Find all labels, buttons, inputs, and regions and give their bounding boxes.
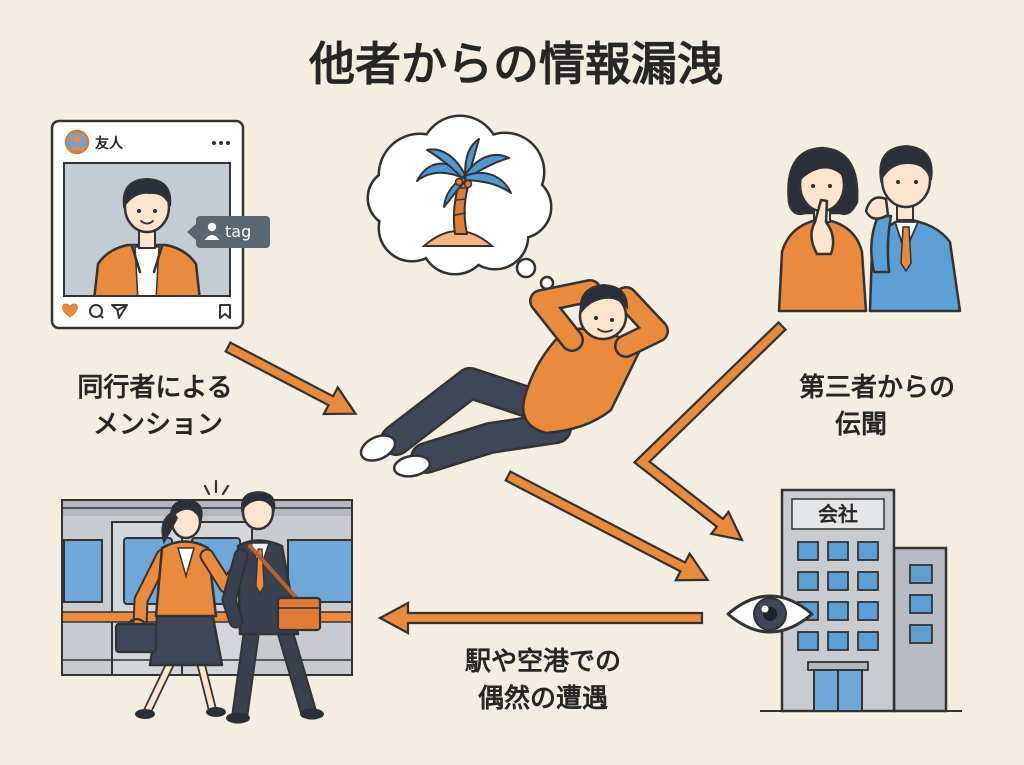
tag-bubble: tag [187, 216, 270, 248]
post-user-name: 友人 [95, 135, 124, 152]
messenger-bag [276, 596, 322, 632]
eye-icon [726, 594, 814, 634]
thought-cloud [369, 117, 555, 291]
arrow-company-to-encounter [377, 601, 704, 635]
company-building: 会社 [760, 488, 962, 713]
comment-icon [89, 304, 104, 319]
building-entrance [813, 669, 863, 712]
man-walking [221, 491, 324, 724]
company-sign [791, 498, 885, 530]
sock-left [359, 434, 397, 462]
train-scene [61, 479, 353, 724]
arrow-mention-to-person [224, 341, 358, 416]
label-encounter-line2: 偶然の遭遇 [478, 683, 608, 714]
label-hearsay-line2: 伝聞 [835, 410, 887, 440]
company-sign-text: 会社 [818, 502, 858, 526]
legs [380, 367, 572, 474]
arms-behind-head [529, 279, 669, 358]
social-post-card: 友人 [50, 119, 270, 330]
more-dots-icon [212, 141, 230, 145]
whispering-couple [777, 144, 962, 313]
arrow-hearsay-to-company [632, 320, 788, 542]
user-avatar-icon [64, 129, 90, 155]
handbag [114, 617, 158, 654]
sock-right [392, 454, 432, 478]
label-mention-line1: 同行者による [77, 372, 232, 403]
tag-label: tag [225, 222, 251, 241]
label-encounter-line1: 駅や空港での [465, 646, 621, 677]
label-hearsay-line1: 第三者からの [799, 372, 955, 403]
woman-shushing [777, 146, 868, 313]
person-icon [204, 222, 220, 240]
palm-tree-icon [416, 138, 512, 247]
send-icon [111, 304, 128, 319]
man-hair [579, 283, 629, 315]
man-whispering [864, 144, 962, 313]
surprise-marks [203, 479, 230, 496]
reclining-man [359, 279, 669, 478]
post-photo [63, 162, 231, 297]
label-mention-line2: メンション [93, 410, 223, 440]
arrow-person-to-company [504, 470, 710, 582]
thought-bubble-small [515, 257, 537, 279]
heart-icon [62, 303, 78, 318]
building-windows [797, 541, 879, 651]
bookmark-icon [219, 304, 231, 319]
page-title: 他者からの情報漏洩 [308, 37, 723, 91]
tagged-friend-figure [93, 177, 201, 296]
